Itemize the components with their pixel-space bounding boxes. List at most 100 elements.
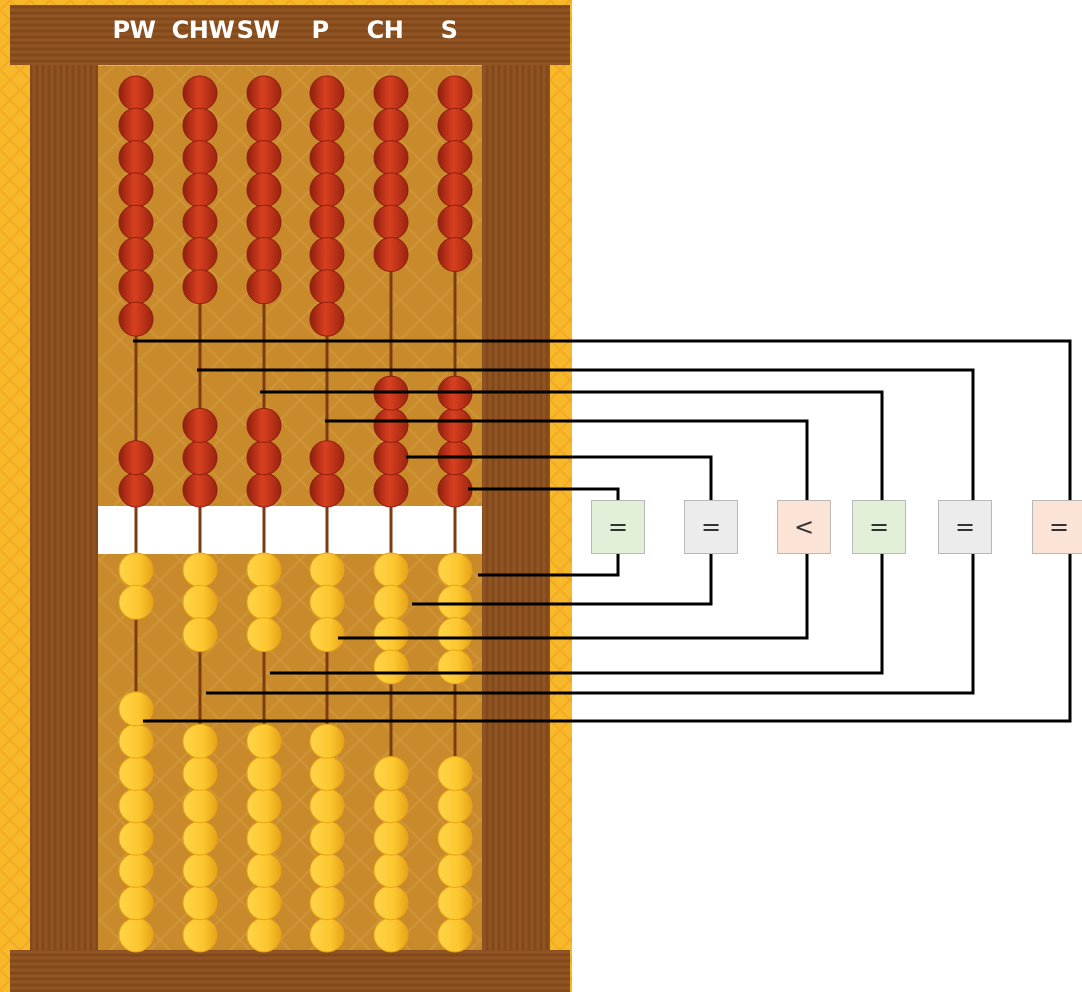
red-bead[interactable] bbox=[183, 108, 217, 142]
yellow-bead[interactable] bbox=[438, 918, 472, 952]
yellow-bead[interactable] bbox=[247, 757, 281, 791]
yellow-bead[interactable] bbox=[247, 553, 281, 587]
red-bead[interactable] bbox=[438, 76, 472, 110]
yellow-bead[interactable] bbox=[119, 724, 153, 758]
red-bead[interactable] bbox=[247, 408, 281, 442]
red-bead[interactable] bbox=[310, 302, 344, 336]
red-bead[interactable] bbox=[374, 173, 408, 207]
red-bead[interactable] bbox=[438, 473, 472, 507]
yellow-bead[interactable] bbox=[438, 650, 472, 684]
red-bead[interactable] bbox=[119, 141, 153, 175]
red-bead[interactable] bbox=[310, 238, 344, 272]
comparison-box-pw[interactable]: = bbox=[1032, 500, 1082, 554]
red-bead[interactable] bbox=[183, 238, 217, 272]
red-bead[interactable] bbox=[438, 238, 472, 272]
red-bead[interactable] bbox=[438, 141, 472, 175]
yellow-bead[interactable] bbox=[247, 918, 281, 952]
red-bead[interactable] bbox=[183, 205, 217, 239]
comparison-box-p[interactable]: < bbox=[777, 500, 831, 554]
yellow-bead[interactable] bbox=[374, 553, 408, 587]
yellow-bead[interactable] bbox=[310, 821, 344, 855]
red-bead[interactable] bbox=[310, 473, 344, 507]
yellow-bead[interactable] bbox=[374, 821, 408, 855]
red-bead[interactable] bbox=[374, 408, 408, 442]
yellow-bead[interactable] bbox=[374, 918, 408, 952]
comparison-box-sw[interactable]: = bbox=[852, 500, 906, 554]
yellow-bead[interactable] bbox=[119, 585, 153, 619]
red-bead[interactable] bbox=[119, 270, 153, 304]
red-bead[interactable] bbox=[119, 302, 153, 336]
yellow-bead[interactable] bbox=[374, 650, 408, 684]
red-bead[interactable] bbox=[119, 473, 153, 507]
red-bead[interactable] bbox=[247, 270, 281, 304]
yellow-bead[interactable] bbox=[374, 886, 408, 920]
yellow-bead[interactable] bbox=[438, 821, 472, 855]
red-bead[interactable] bbox=[183, 76, 217, 110]
red-bead[interactable] bbox=[119, 173, 153, 207]
red-bead[interactable] bbox=[310, 441, 344, 475]
red-bead[interactable] bbox=[183, 441, 217, 475]
yellow-bead[interactable] bbox=[374, 789, 408, 823]
red-bead[interactable] bbox=[374, 238, 408, 272]
yellow-bead[interactable] bbox=[438, 618, 472, 652]
yellow-bead[interactable] bbox=[438, 757, 472, 791]
red-bead[interactable] bbox=[374, 76, 408, 110]
red-bead[interactable] bbox=[183, 408, 217, 442]
red-bead[interactable] bbox=[310, 108, 344, 142]
red-bead[interactable] bbox=[119, 205, 153, 239]
yellow-bead[interactable] bbox=[438, 886, 472, 920]
red-bead[interactable] bbox=[310, 76, 344, 110]
yellow-bead[interactable] bbox=[183, 757, 217, 791]
yellow-bead[interactable] bbox=[438, 585, 472, 619]
red-bead[interactable] bbox=[119, 238, 153, 272]
red-bead[interactable] bbox=[374, 108, 408, 142]
yellow-bead[interactable] bbox=[247, 618, 281, 652]
yellow-bead[interactable] bbox=[310, 853, 344, 887]
yellow-bead[interactable] bbox=[310, 757, 344, 791]
yellow-bead[interactable] bbox=[119, 821, 153, 855]
yellow-bead[interactable] bbox=[183, 553, 217, 587]
yellow-bead[interactable] bbox=[438, 789, 472, 823]
red-bead[interactable] bbox=[183, 141, 217, 175]
yellow-bead[interactable] bbox=[119, 553, 153, 587]
yellow-bead[interactable] bbox=[183, 886, 217, 920]
red-bead[interactable] bbox=[247, 173, 281, 207]
yellow-bead[interactable] bbox=[183, 821, 217, 855]
red-bead[interactable] bbox=[374, 205, 408, 239]
red-bead[interactable] bbox=[374, 141, 408, 175]
red-bead[interactable] bbox=[374, 441, 408, 475]
comparison-box-ch[interactable]: = bbox=[684, 500, 738, 554]
yellow-bead[interactable] bbox=[374, 618, 408, 652]
red-bead[interactable] bbox=[438, 376, 472, 410]
yellow-bead[interactable] bbox=[247, 886, 281, 920]
yellow-bead[interactable] bbox=[183, 918, 217, 952]
yellow-bead[interactable] bbox=[119, 692, 153, 726]
yellow-bead[interactable] bbox=[119, 886, 153, 920]
red-bead[interactable] bbox=[374, 473, 408, 507]
red-bead[interactable] bbox=[247, 108, 281, 142]
yellow-bead[interactable] bbox=[119, 757, 153, 791]
yellow-bead[interactable] bbox=[310, 789, 344, 823]
red-bead[interactable] bbox=[247, 205, 281, 239]
red-bead[interactable] bbox=[310, 205, 344, 239]
red-bead[interactable] bbox=[374, 376, 408, 410]
red-bead[interactable] bbox=[310, 141, 344, 175]
red-bead[interactable] bbox=[438, 441, 472, 475]
yellow-bead[interactable] bbox=[183, 618, 217, 652]
red-bead[interactable] bbox=[247, 76, 281, 110]
red-bead[interactable] bbox=[438, 205, 472, 239]
red-bead[interactable] bbox=[119, 441, 153, 475]
yellow-bead[interactable] bbox=[310, 585, 344, 619]
red-bead[interactable] bbox=[438, 173, 472, 207]
yellow-bead[interactable] bbox=[119, 789, 153, 823]
red-bead[interactable] bbox=[119, 76, 153, 110]
yellow-bead[interactable] bbox=[310, 886, 344, 920]
red-bead[interactable] bbox=[310, 270, 344, 304]
yellow-bead[interactable] bbox=[183, 789, 217, 823]
red-bead[interactable] bbox=[119, 108, 153, 142]
comparison-box-chw[interactable]: = bbox=[938, 500, 992, 554]
yellow-bead[interactable] bbox=[438, 553, 472, 587]
yellow-bead[interactable] bbox=[247, 789, 281, 823]
yellow-bead[interactable] bbox=[247, 724, 281, 758]
yellow-bead[interactable] bbox=[310, 918, 344, 952]
